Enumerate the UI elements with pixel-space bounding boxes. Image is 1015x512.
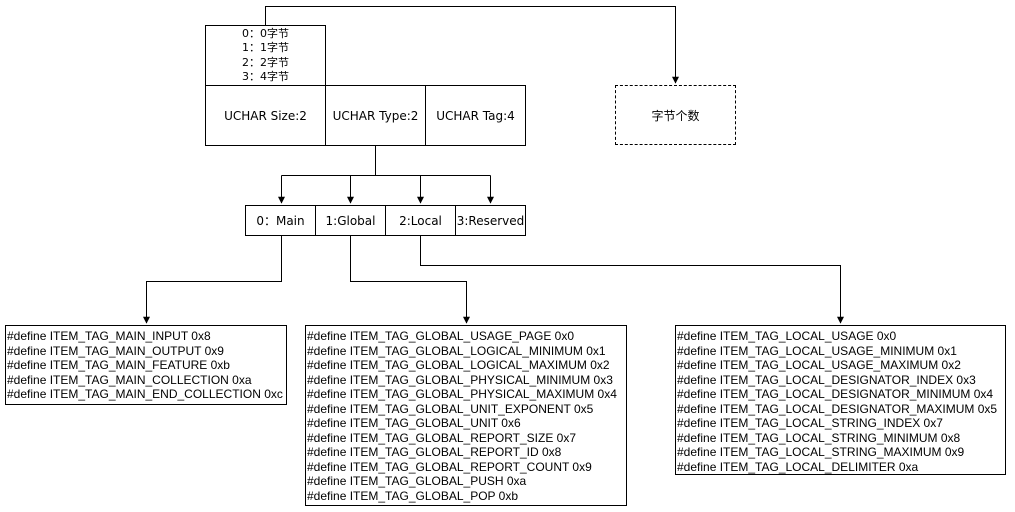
main-tag-define: #define ITEM_TAG_MAIN_COLLECTION 0xa <box>7 372 252 387</box>
global-tag-define: #define ITEM_TAG_GLOBAL_UNIT_EXPONENT 0x… <box>307 401 594 416</box>
size-value: 2：2字节 <box>242 55 289 69</box>
global-tag-define: #define ITEM_TAG_GLOBAL_PUSH 0xa <box>307 474 527 488</box>
type-branch-line <box>281 145 491 176</box>
local-tag-define: #define ITEM_TAG_LOCAL_USAGE_MINIMUM 0x1 <box>677 343 957 358</box>
global-tag-define: #define ITEM_TAG_GLOBAL_POP 0xb <box>307 488 518 503</box>
size-value: 1：1字节 <box>242 41 289 54</box>
type-global: 1:Global <box>315 205 386 236</box>
global-tag-define: #define ITEM_TAG_GLOBAL_UNIT 0x6 <box>307 416 521 430</box>
size-value: 3：4字节 <box>242 70 289 83</box>
global-tags-list: #define ITEM_TAG_GLOBAL_USAGE_PAGE 0x0 #… <box>305 325 627 506</box>
main-tag-define: #define ITEM_TAG_MAIN_FEATURE 0xb <box>7 358 230 372</box>
type-field: UCHAR Type:2 <box>325 85 426 146</box>
local-tag-define: #define ITEM_TAG_LOCAL_USAGE_MAXIMUM 0x2 <box>677 358 961 372</box>
global-to-list-arrow <box>350 235 470 324</box>
global-tag-define: #define ITEM_TAG_GLOBAL_PHYSICAL_MINIMUM… <box>307 372 613 387</box>
local-tag-define: #define ITEM_TAG_LOCAL_DELIMITER 0xa <box>677 459 919 474</box>
main-to-list-arrow <box>143 235 282 324</box>
global-tag-define: #define ITEM_TAG_GLOBAL_REPORT_COUNT 0x9 <box>307 459 592 474</box>
global-tag-define: #define ITEM_TAG_GLOBAL_REPORT_ID 0x8 <box>307 445 562 459</box>
tag-field: UCHAR Tag:4 <box>425 85 526 146</box>
byte-count-box: 字节个数 <box>615 85 736 145</box>
global-tag-define: #define ITEM_TAG_GLOBAL_USAGE_PAGE 0x0 <box>307 329 575 343</box>
type-local: 2:Local <box>385 205 456 236</box>
global-tag-define: #define ITEM_TAG_GLOBAL_REPORT_SIZE 0x7 <box>307 430 577 445</box>
main-tag-define: #define ITEM_TAG_MAIN_OUTPUT 0x9 <box>7 343 224 358</box>
local-tag-define: #define ITEM_TAG_LOCAL_STRING_INDEX 0x7 <box>677 416 943 430</box>
type-main: 0：Main <box>245 205 316 236</box>
size-values-box: 0：0字节 1：1字节 2：2字节 3：4字节 <box>205 25 326 85</box>
main-tag-define: #define ITEM_TAG_MAIN_END_COLLECTION 0xc <box>7 387 283 401</box>
local-tag-define: #define ITEM_TAG_LOCAL_USAGE 0x0 <box>677 329 897 343</box>
type-reserved: 3:Reserved <box>455 205 526 236</box>
main-tag-define: #define ITEM_TAG_MAIN_INPUT 0x8 <box>7 329 211 343</box>
local-tag-define: #define ITEM_TAG_LOCAL_STRING_MAXIMUM 0x… <box>677 445 965 459</box>
global-tag-define: #define ITEM_TAG_GLOBAL_LOGICAL_MAXIMUM … <box>307 358 610 372</box>
local-tags-list: #define ITEM_TAG_LOCAL_USAGE 0x0 #define… <box>675 325 1006 475</box>
size-field: UCHAR Size:2 <box>205 85 326 146</box>
size-to-bytecount-arrow <box>265 6 679 84</box>
global-tag-define: #define ITEM_TAG_GLOBAL_PHYSICAL_MAXIMUM… <box>307 387 617 401</box>
size-value: 0：0字节 <box>242 26 289 40</box>
main-tags-list: #define ITEM_TAG_MAIN_INPUT 0x8 #define … <box>5 325 287 405</box>
local-to-list-arrow <box>420 235 844 324</box>
global-tag-define: #define ITEM_TAG_GLOBAL_LOGICAL_MINIMUM … <box>307 343 606 358</box>
local-tag-define: #define ITEM_TAG_LOCAL_STRING_MINIMUM 0x… <box>677 430 961 445</box>
local-tag-define: #define ITEM_TAG_LOCAL_DESIGNATOR_INDEX … <box>677 372 976 387</box>
local-tag-define: #define ITEM_TAG_LOCAL_DESIGNATOR_MINIMU… <box>677 387 994 401</box>
local-tag-define: #define ITEM_TAG_LOCAL_DESIGNATOR_MAXIMU… <box>677 401 998 416</box>
